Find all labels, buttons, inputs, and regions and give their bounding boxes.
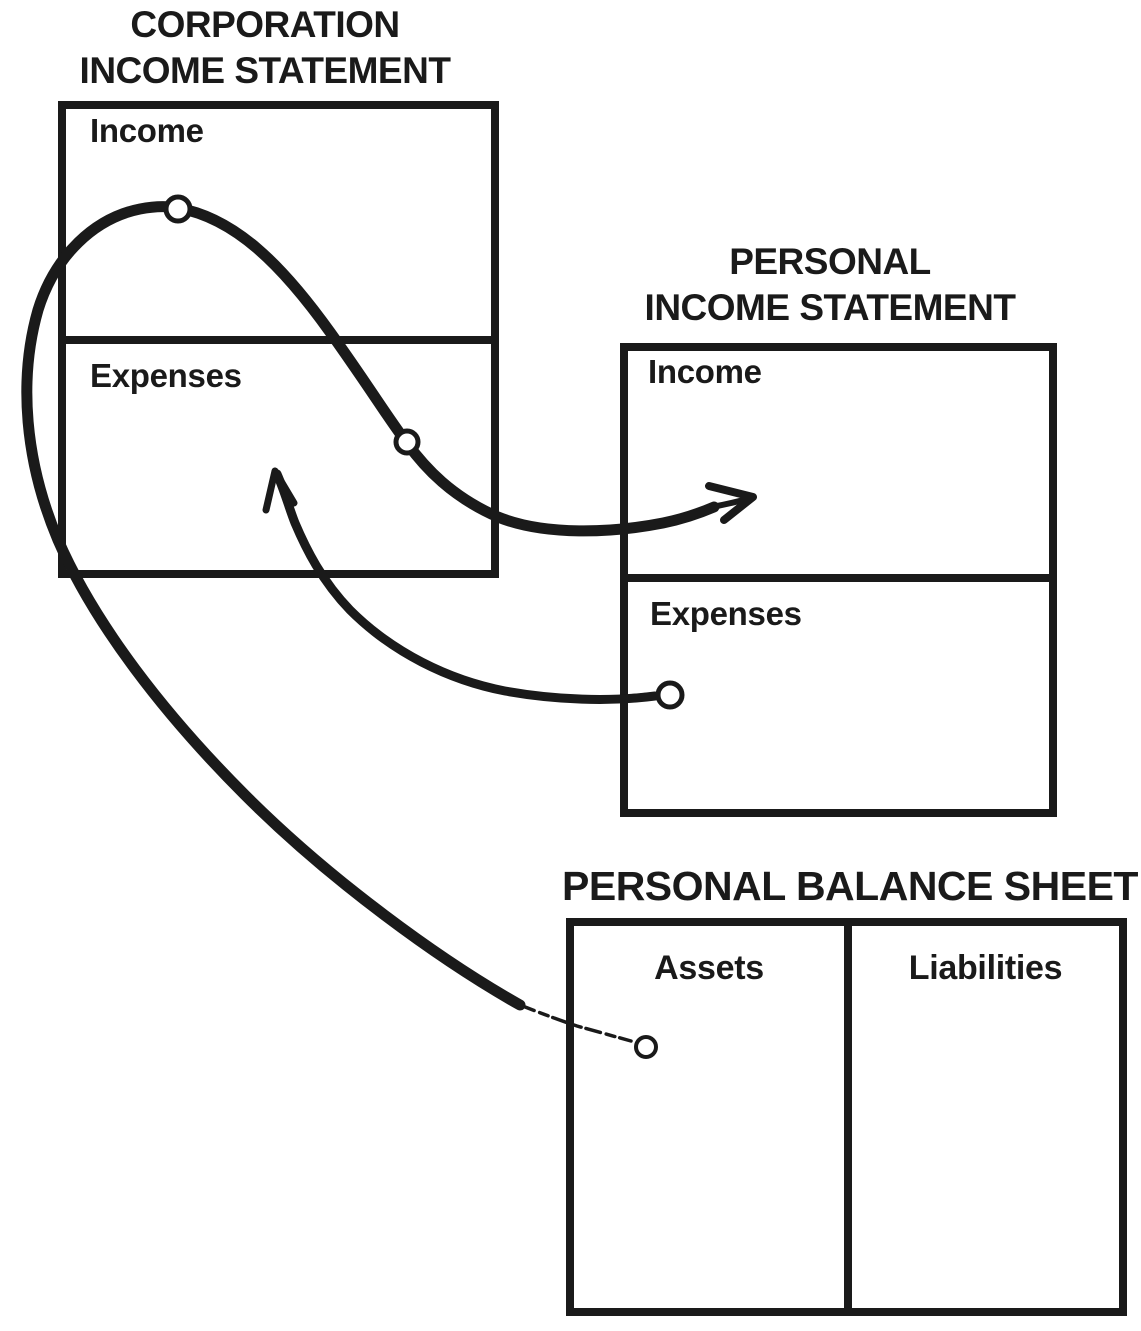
corporation-title-line2: INCOME STATEMENT (79, 50, 451, 91)
personal-balance-sheet-title: PERSONAL BALANCE SHEET (562, 863, 1138, 909)
personal-income-label: Income (648, 353, 762, 390)
liabilities-label: Liabilities (908, 949, 1063, 987)
assets-label: Assets (654, 949, 764, 987)
corporation-title-line1: CORPORATION (130, 4, 400, 45)
corporation-expenses-label: Expenses (90, 357, 242, 394)
personal-income-statement-title: PERSONAL INCOME STATEMENT (610, 239, 1050, 331)
corporation-income-statement-title: CORPORATION INCOME STATEMENT (20, 2, 510, 94)
corporation-income-label: Income (90, 112, 204, 149)
assets-liabilities-divider (844, 926, 852, 1308)
corporation-income-expense-divider (66, 336, 491, 344)
personal-income-expense-divider (628, 574, 1049, 582)
personal-income-title-line2: INCOME STATEMENT (644, 287, 1016, 328)
personal-income-statement-box (620, 343, 1057, 817)
personal-expenses-label: Expenses (650, 595, 802, 632)
corporation-income-statement-box (58, 101, 499, 578)
personal-income-title-line1: PERSONAL (729, 241, 931, 282)
